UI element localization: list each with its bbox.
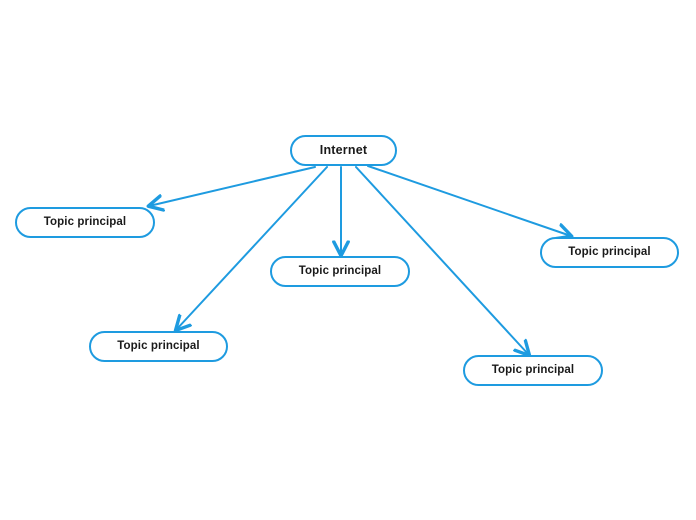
node-internet-label: Internet: [319, 143, 368, 158]
node-topic-lower-right[interactable]: Topic principal: [463, 355, 603, 386]
edge-to-left[interactable]: [149, 166, 316, 206]
node-topic-right[interactable]: Topic principal: [540, 237, 679, 268]
node-topic-center[interactable]: Topic principal: [270, 256, 410, 287]
node-topic-left[interactable]: Topic principal: [15, 207, 155, 238]
node-topic-lower-left-label: Topic principal: [117, 339, 200, 352]
node-topic-right-label: Topic principal: [568, 245, 651, 258]
node-topic-center-label: Topic principal: [298, 264, 382, 277]
node-topic-lower-left[interactable]: Topic principal: [89, 331, 228, 362]
edge-to-right[interactable]: [367, 165, 571, 236]
edge-to-lower-right[interactable]: [355, 166, 529, 355]
edge-to-lower-left[interactable]: [176, 166, 328, 330]
node-topic-lower-right-label: Topic principal: [491, 363, 575, 376]
node-internet[interactable]: Internet: [290, 135, 397, 166]
node-topic-left-label: Topic principal: [43, 215, 127, 228]
